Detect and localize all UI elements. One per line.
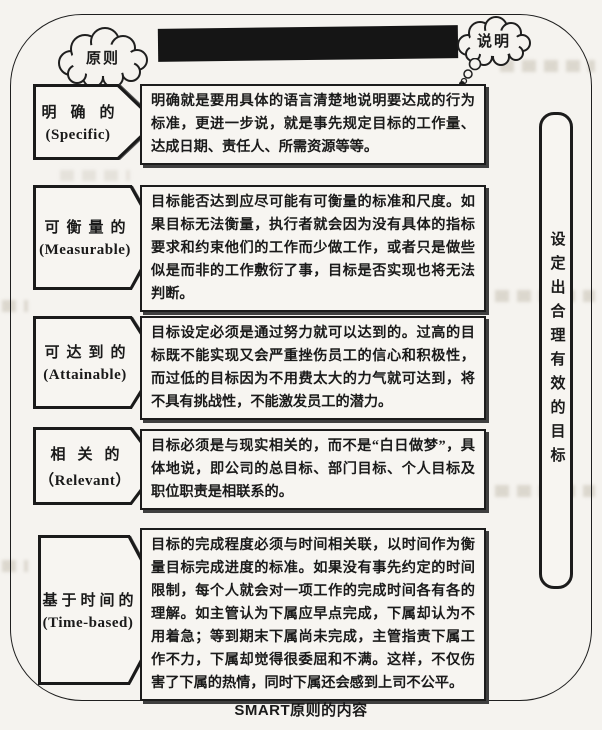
arrow-shape-icon xyxy=(33,84,160,160)
principle-label-en: (Specific) xyxy=(45,126,111,143)
description-box-specific: 明确就是要用具体的语言清楚地说明要达成的行为标准，更进一步说，就是事先规定目标的… xyxy=(140,84,486,165)
principle-arrow-time-based: 基于时间的 (Time-based) xyxy=(38,535,172,685)
principle-label-cn: 相关的 xyxy=(50,446,132,463)
arrow-shape-icon xyxy=(33,427,162,505)
cloud-tail-bubbles-icon xyxy=(460,58,482,84)
description-box-time-based: 目标的完成程度必须与时间相关联，以时间作为衡量目标完成进度的标准。如果没有事先约… xyxy=(140,528,486,701)
explanation-cloud-label: 说明 xyxy=(476,33,511,50)
principle-label-en: (Measurable) xyxy=(39,242,131,258)
description-box-attainable: 目标设定必须是通过努力就可以达到的。过高的目标既不能实现又会严重挫伤员工的信心和… xyxy=(140,316,486,420)
figure-caption: SMART原则的内容 xyxy=(234,702,368,719)
description-box-measurable: 目标能否达到应尽可能有可衡量的标准和尺度。如果目标无法衡量，执行者就会因为没有具… xyxy=(140,185,486,312)
cloud-icon xyxy=(58,27,148,88)
redacted-bar xyxy=(157,25,459,62)
principle-label-en: (Attainable) xyxy=(43,367,127,383)
principle-cloud: 原则 xyxy=(55,27,151,89)
arrow-shape-icon xyxy=(33,185,162,290)
principle-arrow-specific: 明确的 (Specific) xyxy=(33,84,161,160)
principle-arrow-attainable: 可达到的 (Attainable) xyxy=(33,316,163,409)
principle-arrow-measurable: 可衡量的 (Measurable) xyxy=(33,185,163,290)
cloud-icon xyxy=(457,16,531,66)
principle-label-cn: 可衡量的 xyxy=(44,220,133,236)
arrow-shape-icon xyxy=(33,316,162,409)
principle-label-cn: 基于时间的 xyxy=(42,592,138,609)
principle-label-en: (Time-based) xyxy=(42,614,134,631)
explanation-cloud: 说明 xyxy=(455,16,533,66)
principle-label-cn: 明确的 xyxy=(41,104,129,121)
principle-cloud-label: 原则 xyxy=(85,50,120,67)
principle-label-en: （Relevant） xyxy=(39,472,131,489)
arrow-shape-icon xyxy=(38,535,171,685)
principle-label-cn: 可达到的 xyxy=(44,345,133,361)
goal-banner-text: 设定出合理有效的目标 xyxy=(548,230,565,471)
description-box-relevant: 目标必须是与现实相关的，而不是“白日做梦”，具体地说，即公司的总目标、部门目标、… xyxy=(140,429,486,510)
principle-arrow-relevant: 相关的 （Relevant） xyxy=(33,427,163,505)
goal-banner: 设定出合理有效的目标 xyxy=(539,112,573,589)
